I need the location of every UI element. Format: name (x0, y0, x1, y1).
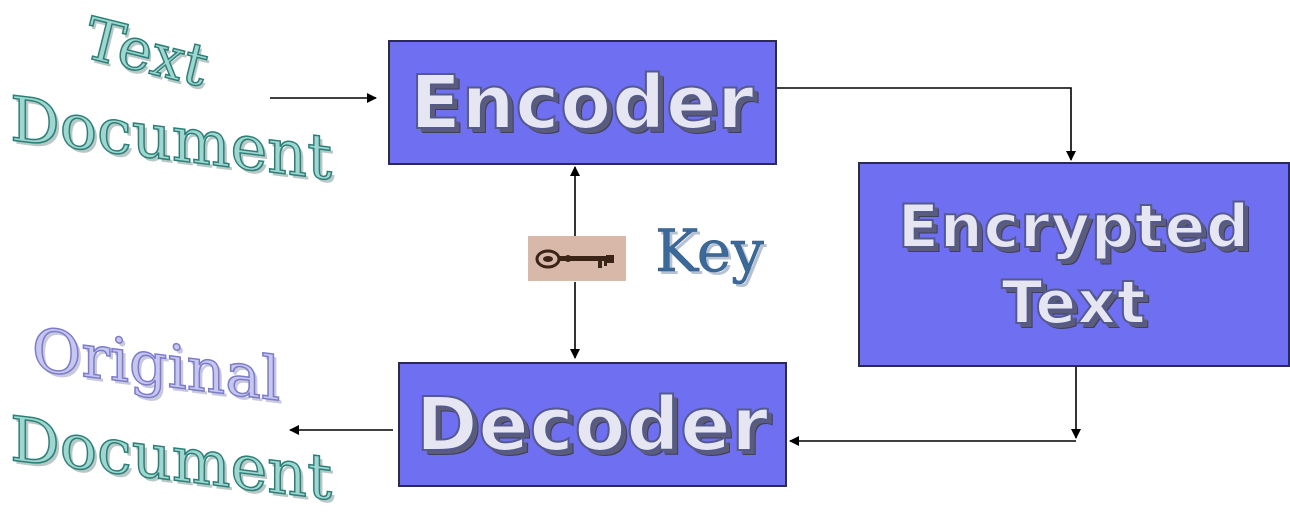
decoder-box: Decoder (398, 362, 787, 487)
encoder-box: Encoder (388, 40, 777, 165)
encrypted-label-line1: Encrypted (897, 191, 1251, 262)
encrypted-text-box: Encrypted Text (858, 162, 1290, 367)
arrows-layer (270, 87, 1081, 446)
arrow-encoder-to-encrypted (777, 87, 1076, 161)
encoder-label: Encoder (409, 59, 755, 146)
encrypted-label-line2: Text (1000, 267, 1147, 338)
decoder-label: Decoder (415, 381, 769, 468)
key-icon (528, 236, 626, 281)
key-label: Key (655, 217, 764, 285)
